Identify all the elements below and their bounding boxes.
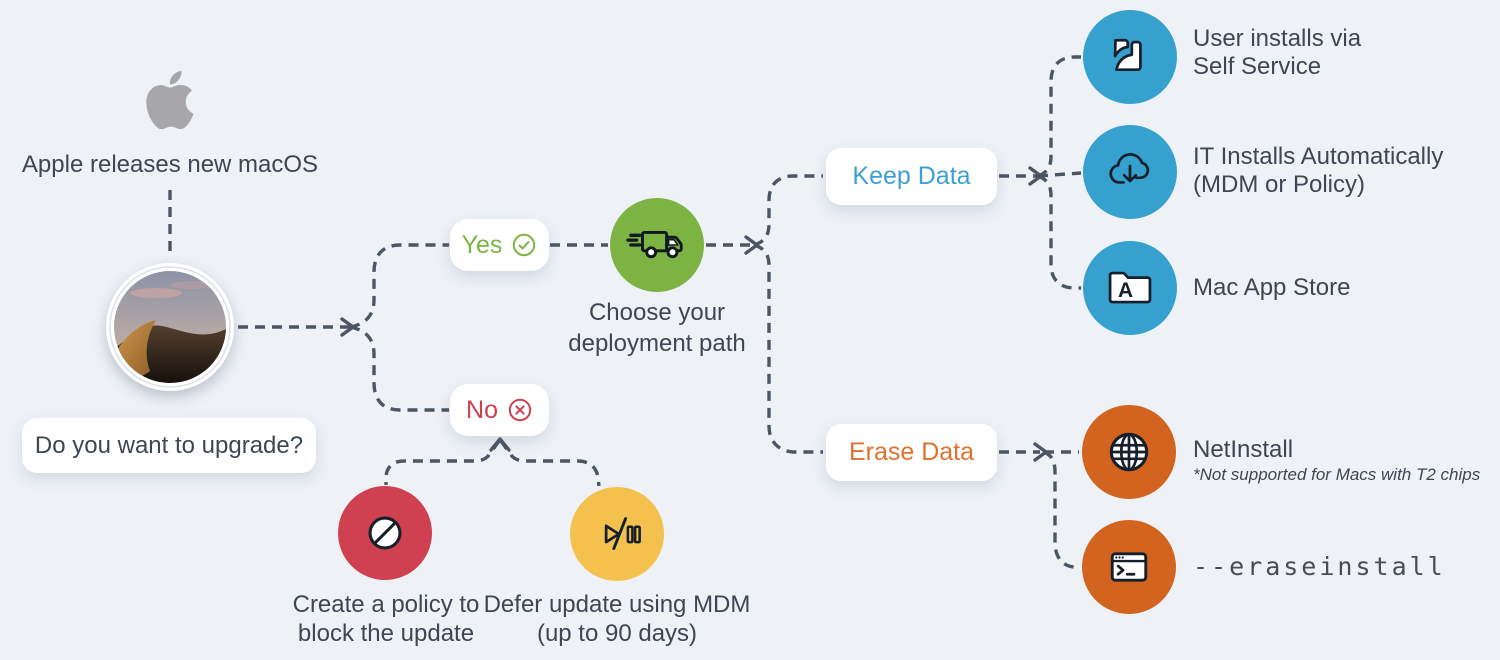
globe-icon xyxy=(1100,423,1158,481)
defer-update-node xyxy=(570,487,664,581)
netinstall-node xyxy=(1082,405,1176,499)
self-service-icon xyxy=(1101,28,1159,86)
check-circle-icon xyxy=(511,232,537,258)
apple-logo-icon xyxy=(135,58,205,142)
question-label: Do you want to upgrade? xyxy=(34,432,304,459)
x-circle-icon xyxy=(507,397,533,423)
terminal-icon xyxy=(1100,538,1158,596)
block-update-label: Create a policy to block the update xyxy=(292,591,480,647)
mac-app-store-label: Mac App Store xyxy=(1193,274,1351,301)
deployment-node xyxy=(610,198,704,292)
yes-label: Yes xyxy=(461,230,503,259)
yes-badge: Yes xyxy=(450,219,549,271)
delivery-truck-icon xyxy=(626,214,688,276)
mdm-label: IT Installs Automatically (MDM or Policy… xyxy=(1193,143,1444,198)
erase-data-label: Erase Data xyxy=(848,438,975,466)
folder-a-icon: A xyxy=(1101,259,1159,317)
apple-release-label: Apple releases new macOS xyxy=(21,151,319,178)
question-card: Do you want to upgrade? xyxy=(22,418,316,473)
keep-data-card: Keep Data xyxy=(826,148,997,205)
svg-text:A: A xyxy=(1118,279,1133,302)
play-pause-icon xyxy=(588,505,646,563)
keep-data-label: Keep Data xyxy=(852,162,971,190)
netinstall-note: *Not supported for Macs with T2 chips xyxy=(1193,465,1481,484)
eraseinstall-node xyxy=(1082,520,1176,614)
mdm-node xyxy=(1083,125,1177,219)
prohibition-icon xyxy=(356,504,414,562)
eraseinstall-label: --eraseinstall xyxy=(1193,552,1446,581)
macos-mojave-icon xyxy=(106,263,234,391)
self-service-node xyxy=(1083,10,1177,104)
netinstall-label: NetInstall xyxy=(1193,436,1294,463)
mac-app-store-node: A xyxy=(1083,241,1177,335)
no-badge: No xyxy=(450,384,549,436)
cloud-download-icon xyxy=(1101,143,1159,201)
no-label: No xyxy=(466,395,498,424)
defer-update-label: Defer update using MDM (up to 90 days) xyxy=(483,591,751,647)
self-service-label: User installs via Self Service xyxy=(1193,25,1362,80)
erase-data-card: Erase Data xyxy=(826,424,997,481)
deployment-label: Choose your deployment path xyxy=(568,299,746,357)
block-update-node xyxy=(338,486,432,580)
